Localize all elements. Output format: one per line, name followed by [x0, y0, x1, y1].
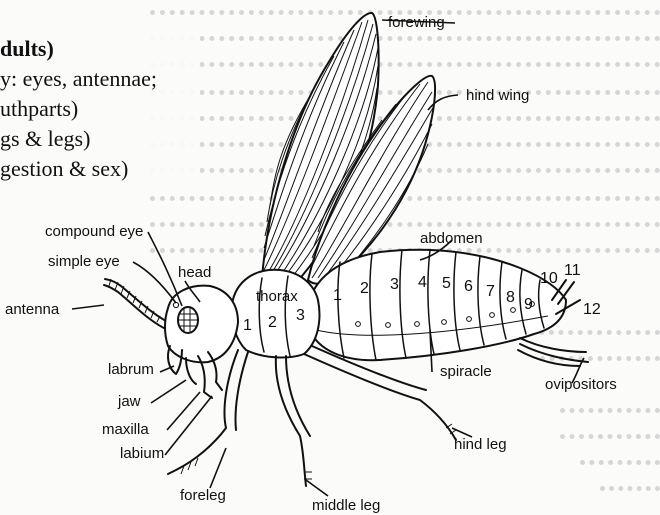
label-hind-leg: hind leg — [454, 436, 507, 453]
abdomen-segment-number: 7 — [486, 283, 495, 300]
abdomen-segment-number: 11 — [564, 262, 581, 279]
label-maxilla: maxilla — [102, 421, 149, 438]
abdomen-segment-number: 3 — [390, 276, 399, 293]
thorax-segment-number: 3 — [296, 307, 305, 324]
thorax-segment-number: 1 — [243, 317, 252, 334]
label-forewing: forewing — [388, 14, 445, 31]
label-labrum: labrum — [108, 361, 154, 378]
label-simple-eye: simple eye — [48, 253, 120, 270]
label-hind-wing: hind wing — [466, 87, 529, 104]
abdomen-segment-number: 6 — [464, 278, 473, 295]
abdomen-shape — [310, 250, 588, 366]
label-antenna: antenna — [5, 301, 60, 318]
abdomen-segment-number: 10 — [540, 270, 558, 287]
legs-shape — [168, 346, 456, 486]
label-compound-eye: compound eye — [45, 223, 143, 240]
abdomen-segment-number: 4 — [418, 274, 427, 291]
label-thorax: thorax — [256, 288, 298, 305]
label-labium: labium — [120, 445, 164, 462]
label-ovipositors: ovipositors — [545, 376, 617, 393]
label-jaw: jaw — [117, 393, 141, 410]
label-head: head — [178, 264, 211, 281]
label-spiracle: spiracle — [440, 363, 492, 380]
abdomen-segment-number: 5 — [442, 275, 451, 292]
abdomen-segment-number: 1 — [333, 287, 342, 304]
label-abdomen: abdomen — [420, 230, 483, 247]
label-middle-leg: middle leg — [312, 497, 380, 514]
abdomen-segment-number: 2 — [360, 280, 369, 297]
abdomen-segment-number: 9 — [524, 296, 533, 313]
thorax-segment-number: 2 — [268, 314, 277, 331]
abdomen-segment-number: 12 — [583, 301, 601, 318]
abdomen-segment-number: 8 — [506, 289, 515, 306]
label-foreleg: foreleg — [180, 487, 226, 504]
